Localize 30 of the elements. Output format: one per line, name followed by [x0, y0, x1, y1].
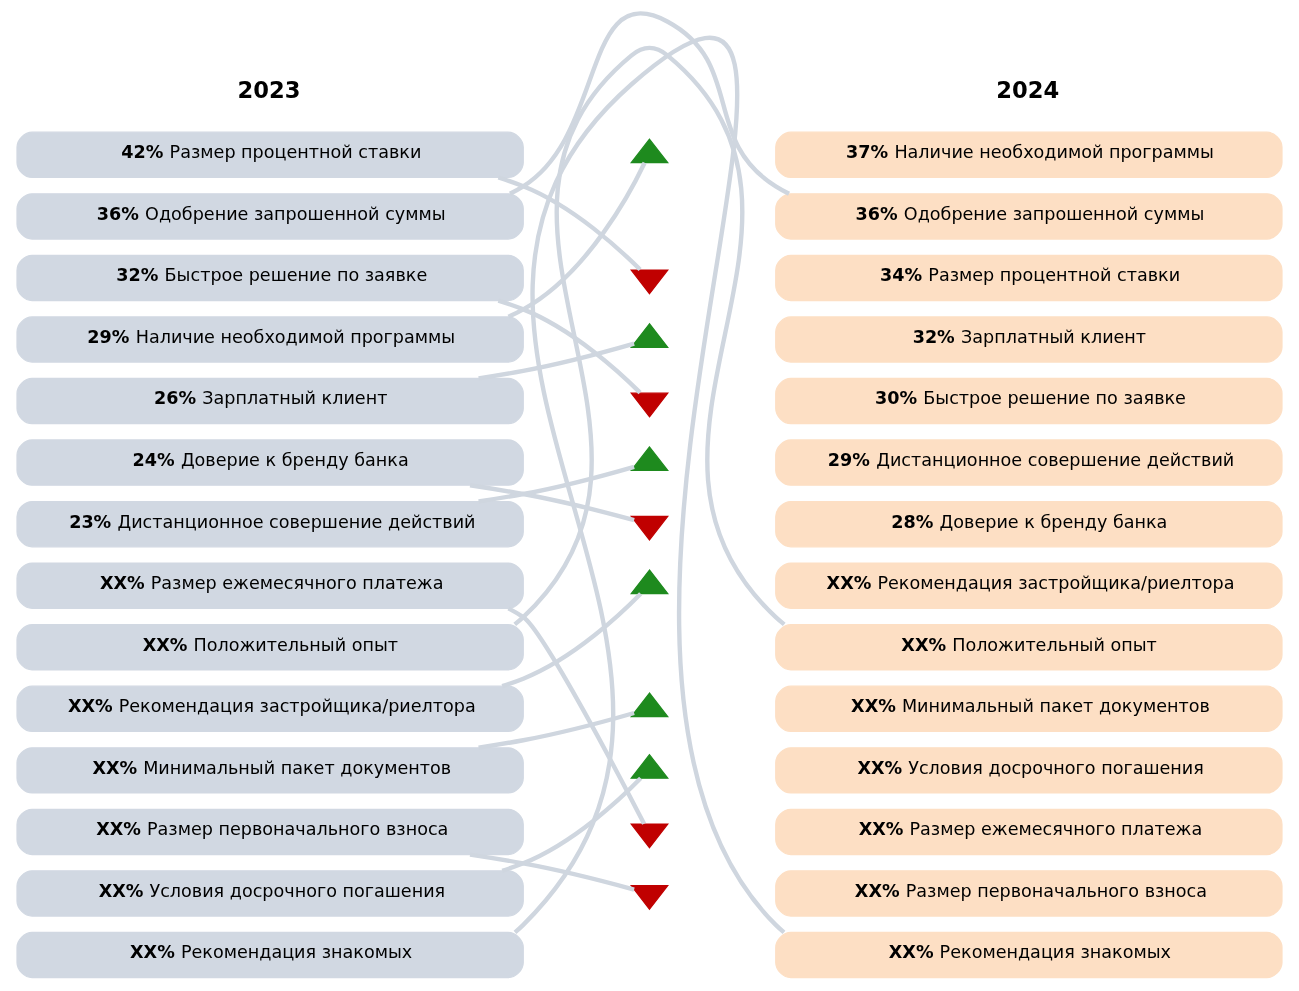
- node-box: 23% Дистанционное совершение действий: [16, 500, 524, 548]
- node-box: XX% Условия досрочного погашения: [775, 747, 1283, 794]
- label: 2024: [996, 76, 1060, 103]
- node-box: 29% Наличие необходимой программы: [16, 316, 524, 363]
- node-box: 32% Зарплатный клиент: [775, 316, 1283, 363]
- label: 2023: [237, 76, 301, 103]
- node-box: XX% Размер первоначального взноса: [16, 808, 524, 856]
- node-box: XX% Размер ежемесячного платежа: [16, 562, 524, 609]
- node-box: 30% Быстрое решение по заявке: [775, 377, 1283, 425]
- node-box: XX% Минимальный пакет документов: [775, 685, 1283, 733]
- node-box: 34% Размер процентной ставки: [775, 254, 1283, 302]
- node-box: XX% Рекомендация знакомых: [775, 931, 1283, 979]
- node-box: 36% Одобрение запрошенной суммы: [16, 193, 524, 240]
- node-box: XX% Положительный опыт: [16, 624, 524, 671]
- node-box: XX% Условия досрочного погашения: [16, 870, 524, 917]
- node-box: 42% Размер процентной ставки: [16, 131, 524, 179]
- node-box: 26% Зарплатный клиент: [16, 377, 524, 425]
- node-box: 28% Доверие к бренду банка: [775, 500, 1283, 548]
- node-box: XX% Минимальный пакет документов: [16, 747, 524, 794]
- node-box: 37% Наличие необходимой программы: [775, 131, 1283, 179]
- node-box: XX% Положительный опыт: [775, 624, 1283, 671]
- node-box: 36% Одобрение запрошенной суммы: [775, 193, 1283, 240]
- node-box: XX% Размер ежемесячного платежа: [775, 808, 1283, 856]
- node-box: 24% Доверие к бренду банка: [16, 439, 524, 486]
- node-box: 32% Быстрое решение по заявке: [16, 254, 524, 302]
- node-box: 29% Дистанционное совершение действий: [775, 439, 1283, 486]
- node-box: XX% Рекомендация застройщика/риелтора: [775, 562, 1283, 609]
- node-box: XX% Рекомендация знакомых: [16, 931, 524, 979]
- node-box: XX% Рекомендация застройщика/риелтора: [16, 685, 524, 733]
- node-box: XX% Размер первоначального взноса: [775, 870, 1283, 917]
